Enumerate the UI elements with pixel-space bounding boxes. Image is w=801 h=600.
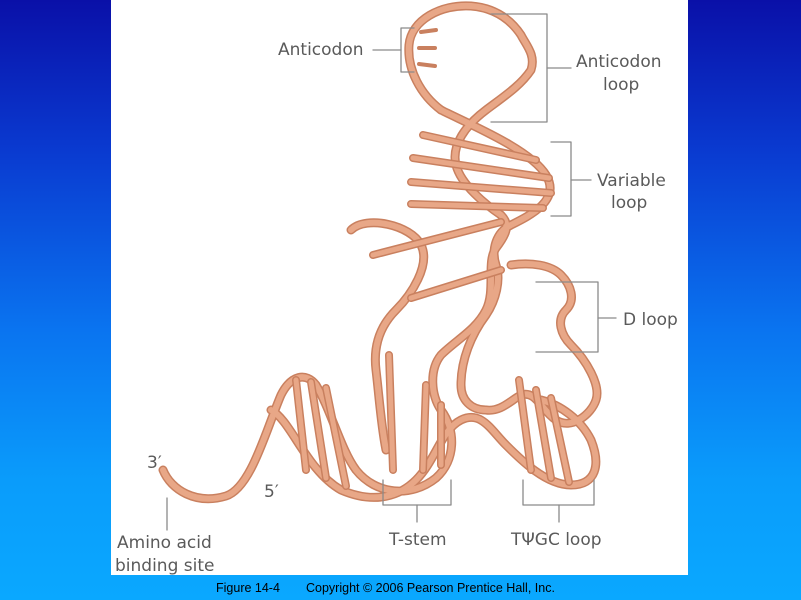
figure-number: Figure 14-4 [216, 581, 280, 595]
label-anticodon-loop-2: loop [603, 75, 639, 95]
figure-caption: Figure 14-4 Copyright © 2006 Pearson Pre… [111, 577, 688, 599]
label-anticodon-loop: Anticodon [576, 52, 662, 72]
base-pairs [293, 132, 572, 489]
copyright-notice: Copyright © 2006 Pearson Prentice Hall, … [306, 581, 555, 595]
label-binding-site: binding site [115, 556, 214, 575]
diagram-panel: Anticodon Anticodon loop Variable loop D… [111, 0, 688, 575]
label-five-prime: 5′ [264, 482, 279, 502]
label-tpsigc-loop: TΨGC loop [510, 530, 602, 550]
label-amino-acid: Amino acid [117, 533, 212, 553]
strand-main [160, 2, 600, 502]
label-three-prime: 3′ [147, 453, 162, 473]
trna-diagram: Anticodon Anticodon loop Variable loop D… [115, 1, 678, 575]
brackets [166, 13, 617, 531]
label-anticodon: Anticodon [278, 40, 364, 60]
label-t-stem: T-stem [388, 530, 447, 550]
label-d-loop: D loop [623, 310, 678, 330]
label-variable-loop: Variable [597, 171, 666, 191]
anticodon-ticks [417, 28, 438, 68]
label-variable-loop-2: loop [611, 193, 647, 213]
